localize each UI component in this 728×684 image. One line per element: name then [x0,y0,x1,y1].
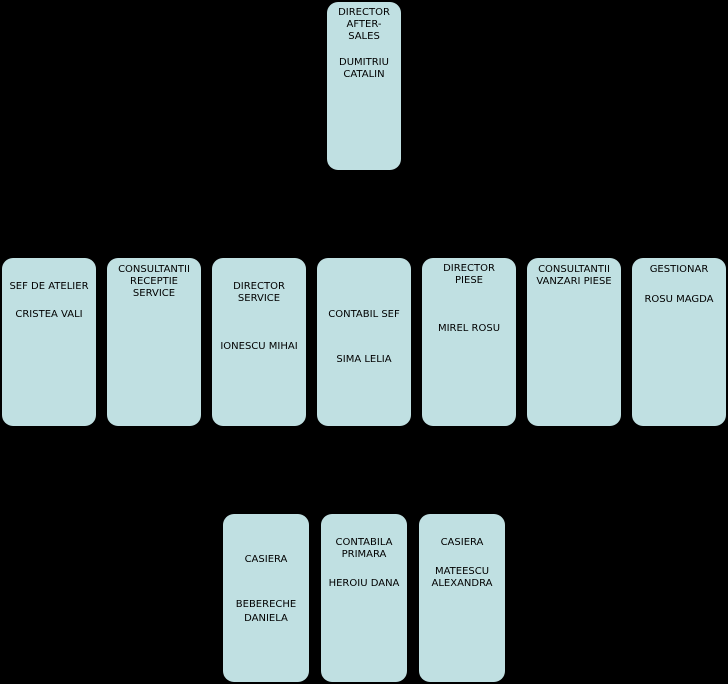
org-node-director-piese: DIRECTOR PIESE MIREL ROSU [422,258,516,426]
node-title: DIRECTOR PIESE [443,263,495,286]
node-person: HEROIU DANA [328,578,400,589]
org-node-contabila-primara: CONTABILA PRIMARA HEROIU DANA [321,514,407,682]
node-title: CONSULTANTII RECEPTIE SERVICE [118,264,190,299]
node-person: CRISTEA VALI [15,309,83,320]
node-person: BEBERECHE DANIELA [235,599,297,624]
node-person: MIREL ROSU [437,323,501,334]
node-title: SEF DE ATELIER [9,281,89,292]
node-title: GESTIONAR [649,264,709,275]
node-title: CONSULTANTII VANZARI PIESE [536,264,612,287]
node-person: IONESCU MIHAI [220,341,298,352]
node-person: DUMITRIU CATALIN [339,57,389,80]
org-node-casiera-mateescu: CASIERA MATEESCU ALEXANDRA [419,514,505,682]
node-title: CASIERA [440,537,484,548]
node-person: MATEESCU ALEXANDRA [431,566,493,589]
node-person: ROSU MAGDA [644,294,714,305]
node-title: DIRECTOR AFTER- SALES [338,7,390,42]
node-title: CASIERA [244,554,288,565]
org-node-gestionar: GESTIONAR ROSU MAGDA [632,258,726,426]
org-node-sef-de-atelier: SEF DE ATELIER CRISTEA VALI [2,258,96,426]
org-node-consultantii-receptie-service: CONSULTANTII RECEPTIE SERVICE [107,258,201,426]
org-node-casiera-bebereche: CASIERA BEBERECHE DANIELA [223,514,309,682]
node-title: CONTABIL SEF [328,309,400,320]
org-node-contabil-sef: CONTABIL SEF SIMA LELIA [317,258,411,426]
node-title: DIRECTOR SERVICE [233,281,285,304]
org-node-director-after-sales: DIRECTOR AFTER- SALES DUMITRIU CATALIN [327,2,401,170]
node-person: SIMA LELIA [336,354,392,365]
org-node-consultantii-vanzari-piese: CONSULTANTII VANZARI PIESE [527,258,621,426]
node-title: CONTABILA PRIMARA [335,537,393,560]
org-node-director-service: DIRECTOR SERVICE IONESCU MIHAI [212,258,306,426]
